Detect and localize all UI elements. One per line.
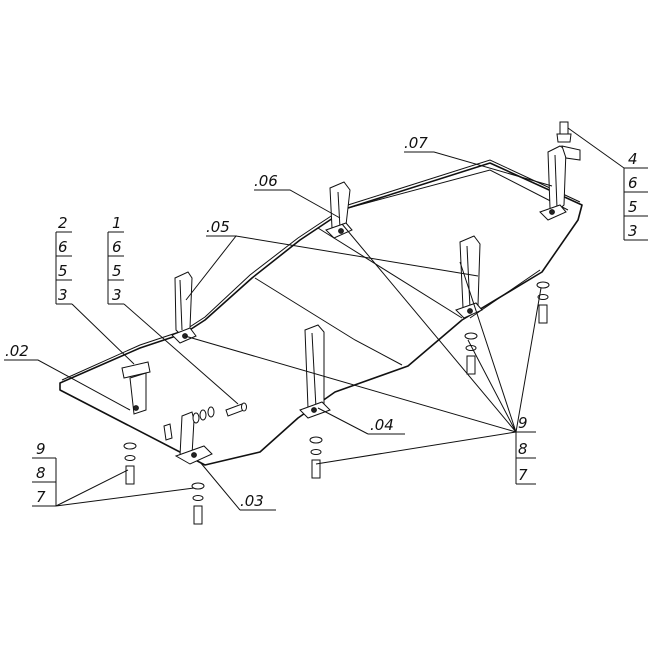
callout-labels: .02 .03 .04 .05 .06 .07 <box>5 134 428 510</box>
leader-lines <box>4 127 625 511</box>
number-stack-3: 4 6 5 3 <box>623 150 648 241</box>
bolt-stack-front <box>192 402 247 424</box>
number-stack-5: 9 8 7 <box>515 414 536 485</box>
plate-inner-edge <box>347 169 569 211</box>
number-stack-1: 1 6 5 3 <box>107 214 124 305</box>
bracket-top-right <box>539 145 581 221</box>
number-stack-4: 9 8 7 <box>32 440 57 507</box>
stack-1-item-4: 3 <box>112 286 122 304</box>
callout-03: .03 <box>240 492 264 510</box>
callout-06: .06 <box>254 172 278 190</box>
bolt-top-right <box>556 121 572 143</box>
stack-1-item-1: 1 <box>112 214 122 232</box>
plate-bend-line-2 <box>317 227 463 319</box>
stack-3-item-2: 6 <box>628 174 638 192</box>
stack-1-item-3: 5 <box>112 262 122 280</box>
callout-05: .05 <box>206 218 230 236</box>
bracket-center <box>299 324 331 419</box>
stack-3-item-1: 4 <box>628 150 638 168</box>
plate-bend-line-1 <box>254 277 403 366</box>
stack-5-item-1: 9 <box>518 414 528 432</box>
skid-plate <box>59 159 583 466</box>
stack-5-item-3: 7 <box>518 466 528 484</box>
stack-4-item-3: 7 <box>36 488 46 506</box>
stack-1-item-2: 6 <box>112 238 122 256</box>
bracket-front-left <box>171 271 197 344</box>
bracket-front-small <box>121 361 151 415</box>
stack-4-item-2: 8 <box>36 464 46 482</box>
fastener-under-3 <box>309 436 323 479</box>
plate-outline <box>59 162 583 466</box>
stack-4-item-1: 9 <box>36 440 46 458</box>
fastener-under-2 <box>191 482 205 525</box>
number-stack-2: 2 6 5 3 <box>55 214 72 305</box>
stack-2-item-3: 5 <box>58 262 68 280</box>
callout-07: .07 <box>404 134 428 152</box>
stack-3-item-3: 5 <box>628 198 638 216</box>
callout-04: .04 <box>370 416 394 434</box>
stack-5-item-2: 8 <box>518 440 528 458</box>
fastener-under-5 <box>536 281 550 324</box>
fastener-under-4 <box>464 332 478 375</box>
fastener-under-1 <box>123 442 137 485</box>
bracket-front-corner <box>163 411 213 465</box>
callout-02: .02 <box>5 342 29 360</box>
stack-3-item-4: 3 <box>628 222 638 240</box>
bracket-right-mid <box>455 235 483 319</box>
stack-2-item-4: 3 <box>58 286 68 304</box>
stack-2-item-1: 2 <box>58 214 68 232</box>
bracket-top-mid <box>325 181 353 239</box>
stack-2-item-2: 6 <box>58 238 68 256</box>
